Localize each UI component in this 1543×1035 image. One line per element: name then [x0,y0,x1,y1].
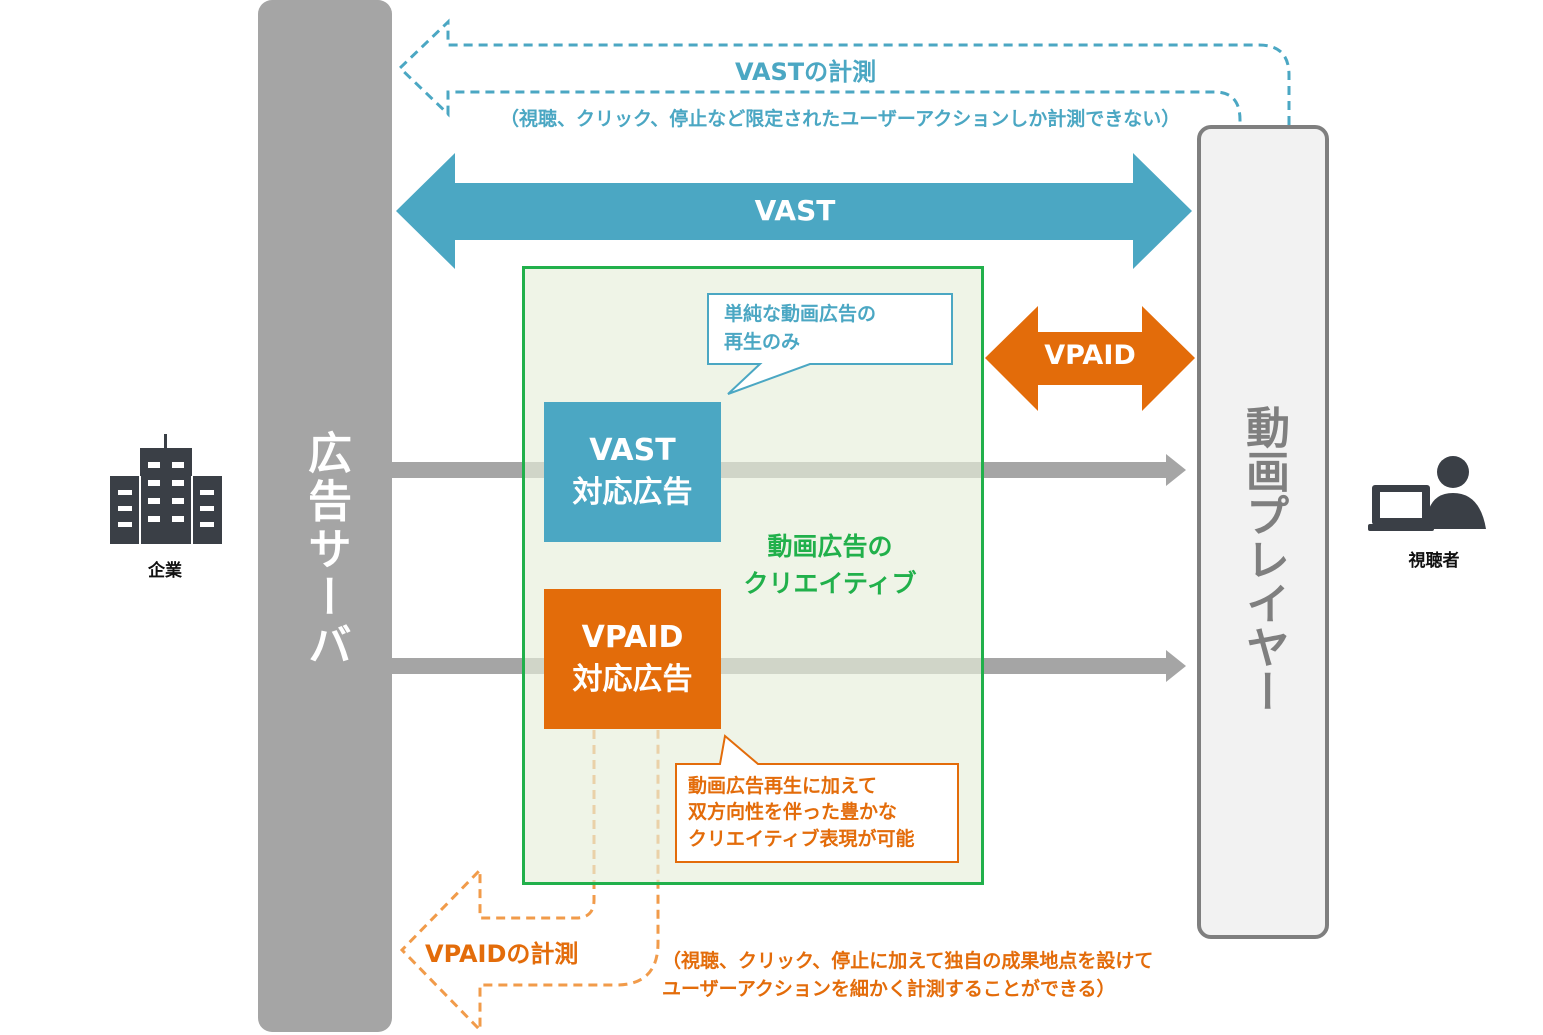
vast-callout-bubble [707,293,953,395]
vpaid-callout-bubble [675,734,959,863]
vast-ad-box: VAST 対応広告 [544,402,721,542]
vpaid-measurement-note-line2: ユーザーアクションを細かく計測することができる） [662,978,1116,1000]
vpaid-double-arrow [985,306,1195,411]
vpaid-ad-line1: VPAID [581,620,684,655]
video-player-label: 動画プレイヤー [1238,405,1289,713]
vpaid-callout-line2: 双方向性を伴った豊かな [688,801,898,823]
vpaid-arrow-label: VPAID [1044,340,1136,371]
vpaid-ad-box: VPAID 対応広告 [544,589,721,729]
vast-double-arrow [396,153,1192,269]
vast-measurement-note: （視聴、クリック、停止など限定されたユーザーアクションしか計測できない） [500,108,1181,130]
vpaid-callout-line3: クリエイティブ表現が可能 [688,828,915,850]
vpaid-measurement-note-line1: （視聴、クリック、停止に加えて独自の成果地点を設けて [662,950,1154,972]
vpaid-measurement-arrow [399,730,660,1034]
vpaid-callout-line1: 動画広告再生に加えて [688,775,878,797]
creative-title-line1: 動画広告の [767,532,893,561]
vast-callout-line1: 単純な動画広告の [724,303,877,325]
vast-arrow-label: VAST [754,194,836,227]
vpaid-measurement-label: VPAIDの計測 [425,940,579,968]
vast-ad-line1: VAST [589,433,676,468]
vast-callout-line2: 再生のみ [724,331,801,353]
vast-ad-line2: 対応広告 [572,475,693,510]
ad-server-pillar [258,0,392,1032]
vast-measurement-label: VASTの計測 [735,58,877,86]
vast-measurement-arrow [397,18,1291,125]
creative-title-line2: クリエイティブ [743,569,917,598]
creative-title: 動画広告の クリエイティブ [700,528,960,602]
video-player-pillar [1197,125,1329,939]
ad-server-label: 広告サーバ [300,430,351,670]
vpaid-ad-line2: 対応広告 [572,662,693,697]
company-label: 企業 [148,561,182,581]
building-icon [110,434,222,544]
person-laptop-icon [1368,456,1486,531]
viewer-label: 視聴者 [1408,551,1460,571]
